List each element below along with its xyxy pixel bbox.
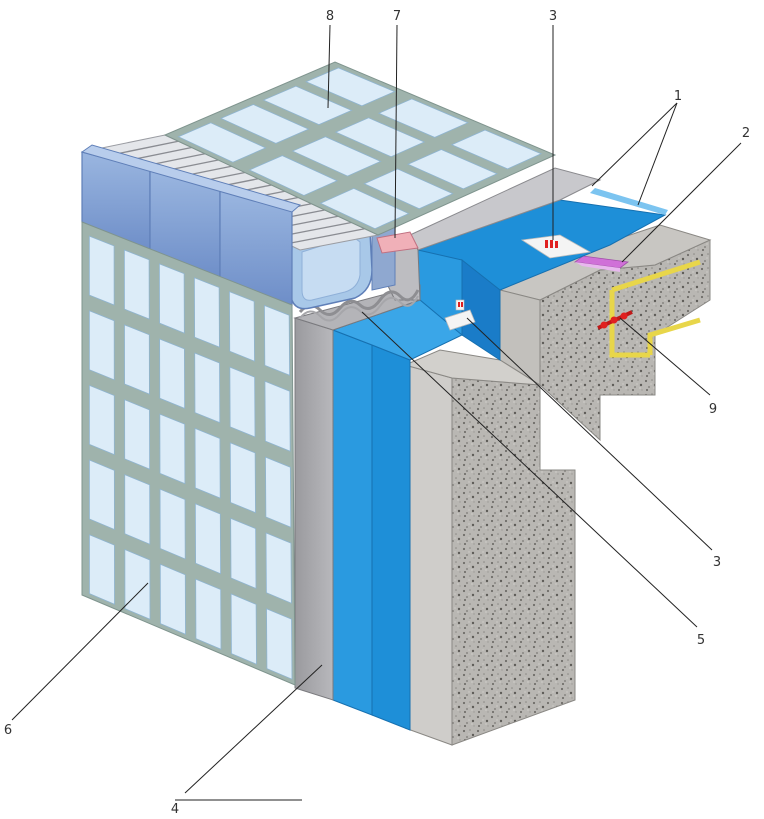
label-7: 7: [393, 9, 401, 24]
wall-tile: [193, 277, 220, 348]
wall-tile: [124, 324, 150, 395]
label-8: 8: [326, 9, 334, 24]
wall-tile: [265, 456, 292, 528]
label-6: 6: [4, 723, 12, 738]
deck-tile: [319, 187, 410, 230]
deck-tile: [377, 98, 469, 138]
deck-tiles: [163, 61, 557, 236]
wall-tile: [88, 310, 115, 381]
deck-tile: [262, 85, 353, 126]
wall-tile: [123, 249, 150, 320]
wall-tile: [158, 263, 185, 334]
deck-tile: [363, 168, 454, 210]
deck-tile: [219, 104, 310, 144]
anchor-icon: [597, 310, 633, 330]
wall-tile: [159, 563, 186, 635]
grating-slat: [286, 228, 365, 245]
label-1: 1: [674, 89, 682, 104]
wall-tile: [124, 548, 151, 620]
sealing-strip: [573, 255, 630, 272]
label-3-top: 3: [549, 9, 557, 24]
insulation-frame: [609, 259, 701, 358]
wall-tiles: [81, 221, 296, 686]
wall-tile: [124, 399, 151, 470]
wall-tile: [89, 534, 115, 605]
deck-tile: [450, 129, 543, 170]
label-2: 2: [742, 126, 750, 141]
wall-tile: [229, 290, 255, 362]
deck-tile: [305, 67, 396, 107]
wall-tile: [194, 352, 221, 424]
concrete-structure: [403, 224, 712, 746]
wall-tile: [229, 366, 256, 438]
fixing-icon: [545, 240, 558, 248]
fixing-tape: [444, 234, 592, 331]
coping-blocks: [80, 144, 302, 306]
wall-tile: [159, 338, 186, 409]
corrugated-mesh: [298, 289, 420, 322]
joint-sealant: [376, 231, 419, 254]
wall-tile: [194, 427, 221, 499]
label-3-bottom: 3: [713, 555, 721, 570]
wall-tile: [194, 503, 222, 575]
wall-tile: [159, 413, 186, 485]
label-5: 5: [697, 633, 705, 648]
wall-tile: [266, 608, 293, 680]
deck-tile: [177, 122, 267, 163]
label-9: 9: [709, 402, 717, 417]
deck-base: [163, 61, 557, 236]
callout-labels: 1 2 3 3 4 5 6 7 8 9: [4, 9, 750, 817]
wall-tile: [159, 488, 186, 560]
label-4: 4: [171, 802, 179, 817]
wall-tile: [264, 380, 291, 452]
wall-tile: [264, 304, 291, 376]
wall-tile: [229, 442, 256, 514]
wall-tile: [195, 578, 222, 650]
wall-tile: [88, 235, 115, 306]
wall-tile: [230, 517, 257, 590]
coping-lip: [80, 144, 302, 213]
deck-tile: [248, 155, 339, 196]
deck-tile: [334, 117, 426, 158]
deck-tile: [291, 136, 382, 177]
wall-tile: [88, 384, 115, 456]
leader-lines: [11, 24, 742, 801]
deck-tile: [407, 149, 498, 190]
wall-tile: [230, 593, 257, 665]
wall-tile: [265, 532, 292, 604]
wall-tile: [89, 459, 115, 531]
wall-tile: [124, 474, 151, 545]
